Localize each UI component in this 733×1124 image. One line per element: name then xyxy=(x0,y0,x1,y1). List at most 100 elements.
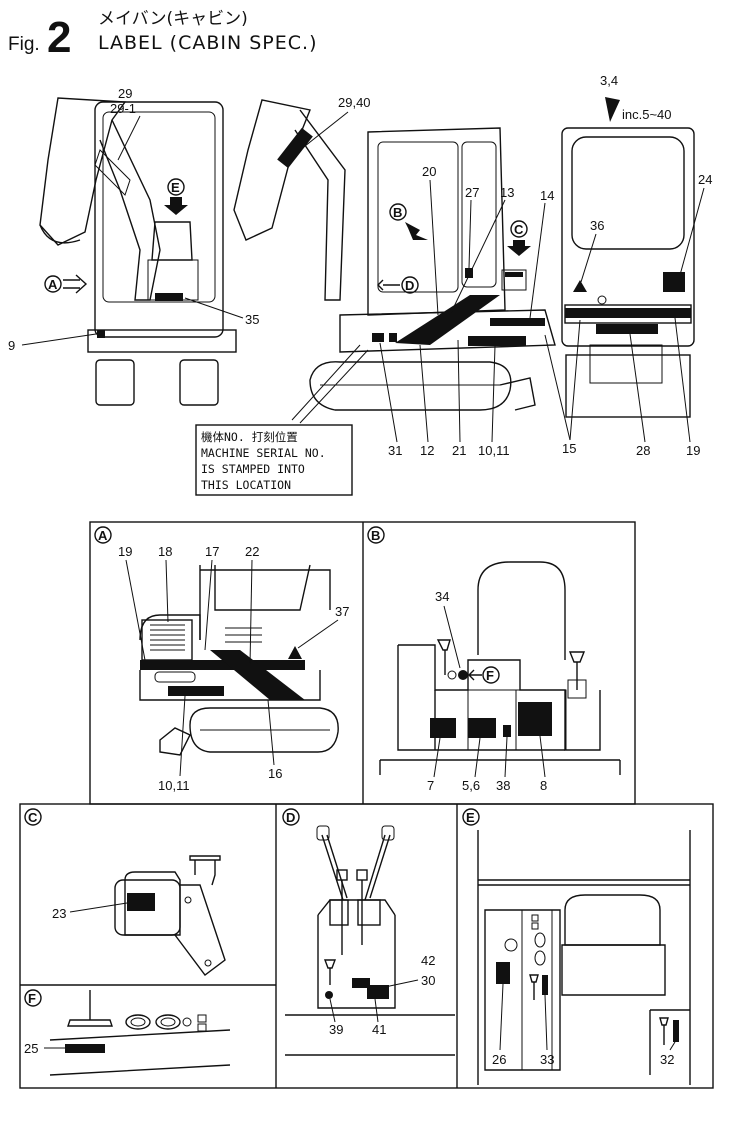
label-28 xyxy=(596,324,658,334)
panel-d-callout-42: 42 xyxy=(421,953,435,968)
label-31b xyxy=(389,333,397,342)
panel-b-marker-f: F xyxy=(486,668,494,683)
callout-24: 24 xyxy=(698,172,712,187)
callout-36: 36 xyxy=(590,218,604,233)
panel-e-label-32 xyxy=(673,1020,679,1042)
callout-31: 31 xyxy=(388,443,402,458)
view-marker-b: B xyxy=(389,203,428,240)
panel-a-letter: A xyxy=(98,528,108,543)
label-15-stripe xyxy=(565,308,691,318)
view-marker-a: A xyxy=(44,274,88,294)
panel-c-label-23 xyxy=(127,893,155,911)
callout-27: 27 xyxy=(465,185,479,200)
panel-d: D xyxy=(282,808,455,1056)
panel-a-label-16-stripe xyxy=(210,650,305,700)
callout-29-40: 29,40 xyxy=(338,95,371,110)
label-10-11 xyxy=(468,336,526,346)
panel-a-callout-22: 22 xyxy=(245,544,259,559)
label-29-40 xyxy=(277,127,313,169)
panel-d-letter: D xyxy=(286,810,295,825)
panel-b-label-5-6 xyxy=(468,718,496,738)
panel-a-callout-19: 19 xyxy=(118,544,132,559)
panel-a-callout-10-11: 10,11 xyxy=(158,778,190,793)
label-31 xyxy=(372,333,384,342)
callout-20: 20 xyxy=(422,164,436,179)
callout-10-11: 10,11 xyxy=(478,443,510,458)
view-marker-c: C xyxy=(507,220,531,256)
callout-13: 13 xyxy=(500,185,514,200)
panel-a: A xyxy=(94,526,339,756)
callout-19: 19 xyxy=(686,443,700,458)
side-view-drawing xyxy=(233,99,556,411)
label-27 xyxy=(465,268,473,278)
label-35 xyxy=(155,293,183,301)
panel-b-label-34 xyxy=(458,670,468,680)
panel-f-label-25 xyxy=(65,1044,105,1053)
title-english: LABEL (CABIN SPEC.) xyxy=(98,32,318,54)
label-9 xyxy=(97,330,105,338)
panel-d-label-39 xyxy=(325,991,333,999)
panel-a-label-37 xyxy=(288,646,302,659)
panel-f-callout-25: 25 xyxy=(24,1041,38,1056)
panel-e-letter: E xyxy=(466,810,475,825)
panel-c: C xyxy=(24,808,226,976)
marker-a-letter: A xyxy=(48,277,58,292)
marker-c-letter: C xyxy=(514,222,524,237)
panel-grid xyxy=(19,521,714,1089)
serial-note-line3: IS STAMPED INTO xyxy=(201,462,305,476)
panel-e-callout-33: 33 xyxy=(540,1052,554,1067)
panel-b-callout-7: 7 xyxy=(427,778,434,793)
panel-e-callout-26: 26 xyxy=(492,1052,506,1067)
panel-b-letter: B xyxy=(371,528,380,543)
callout-21: 21 xyxy=(452,443,466,458)
callout-35: 35 xyxy=(245,312,259,327)
panel-b-callout-34: 34 xyxy=(435,589,449,604)
fig-prefix: Fig. xyxy=(8,34,40,55)
panel-f-letter: F xyxy=(28,991,36,1006)
label-36 xyxy=(573,280,587,292)
callout-28: 28 xyxy=(636,443,650,458)
serial-note-line4: THIS LOCATION xyxy=(201,478,291,492)
view-marker-d: D xyxy=(377,276,419,294)
label-24 xyxy=(663,272,685,292)
label-12-stripe xyxy=(395,295,500,345)
panel-a-label-10-11 xyxy=(168,686,224,696)
callout-12: 12 xyxy=(420,443,434,458)
callout-inc: inc.5~40 xyxy=(622,107,672,122)
marker-d-letter: D xyxy=(405,278,414,293)
panel-d-label-41 xyxy=(367,985,389,999)
panel-d-callout-41: 41 xyxy=(372,1022,386,1037)
direction-arrow-3-4 xyxy=(605,97,620,122)
front-view-drawing xyxy=(39,97,237,406)
rear-view-drawing xyxy=(561,97,695,418)
serial-note-box: 機体NO. 打刻位置 MACHINE SERIAL NO. IS STAMPED… xyxy=(195,344,369,496)
panel-e-label-26 xyxy=(496,962,510,984)
panel-b-label-38 xyxy=(503,725,511,737)
panel-f: F xyxy=(24,989,231,1076)
panel-c-letter: C xyxy=(28,810,38,825)
panel-e-callout-32: 32 xyxy=(660,1052,674,1067)
callout-9: 9 xyxy=(8,338,15,353)
panel-c-callout-23: 23 xyxy=(52,906,66,921)
label-stripe-14 xyxy=(490,318,545,326)
panel-e-label-33 xyxy=(542,975,548,995)
fig-number: 2 xyxy=(47,13,71,62)
callout-3-4: 3,4 xyxy=(600,73,618,88)
callout-14: 14 xyxy=(540,188,554,203)
panel-b-callout-5-6: 5,6 xyxy=(462,778,480,793)
title-japanese: メイバン(キャビン) xyxy=(98,9,248,29)
panel-a-label-19-stripe xyxy=(140,660,305,670)
panel-b-label-8 xyxy=(518,702,552,736)
view-marker-e: E xyxy=(164,178,188,215)
panel-a-label-22 xyxy=(238,664,266,672)
panel-a-callout-37: 37 xyxy=(335,604,349,619)
panel-d-label-42 xyxy=(352,978,370,988)
panel-b: B F xyxy=(367,526,621,775)
panel-b-callout-38: 38 xyxy=(496,778,510,793)
panel-d-callout-39: 39 xyxy=(329,1022,343,1037)
panel-a-callout-18: 18 xyxy=(158,544,172,559)
callout-29: 29 xyxy=(118,86,132,101)
marker-b-letter: B xyxy=(393,205,402,220)
serial-note-line2: MACHINE SERIAL NO. xyxy=(201,446,326,460)
